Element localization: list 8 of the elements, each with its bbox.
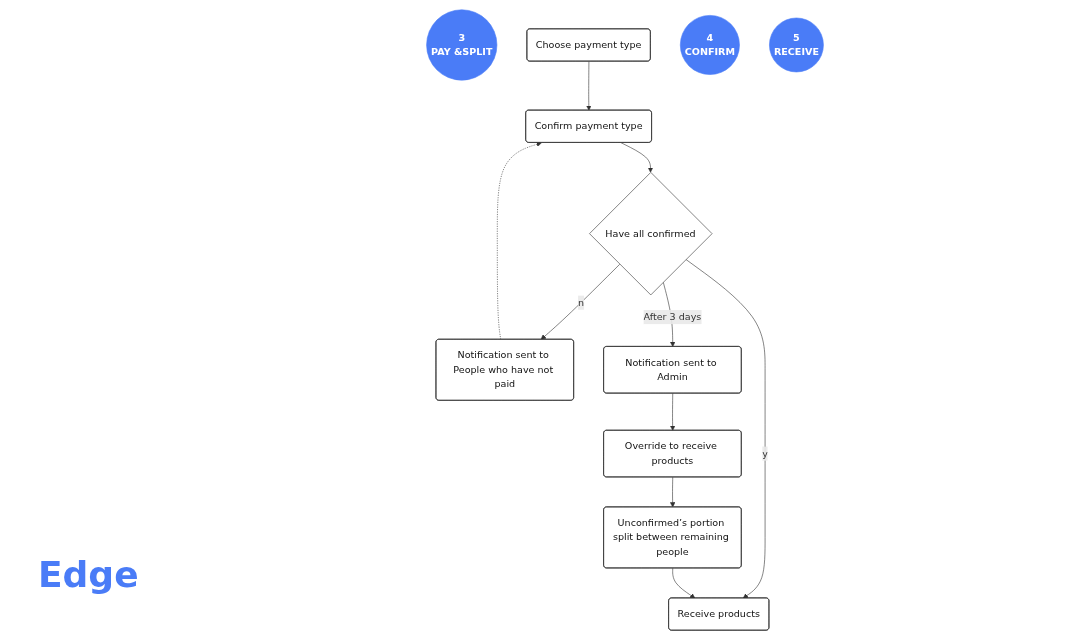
node-circle: 4 CONFIRM (680, 15, 740, 75)
edge-label: After 3 days (643, 311, 702, 323)
section-label: Edge (38, 554, 139, 595)
node-diamond: Have all confirmed (589, 172, 713, 296)
edge-label: n (578, 296, 585, 309)
node-circle: 5 RECEIVE (769, 17, 824, 73)
node-circle: 3 PAY &SPLIT (426, 9, 498, 81)
edge-label: y (762, 447, 768, 459)
